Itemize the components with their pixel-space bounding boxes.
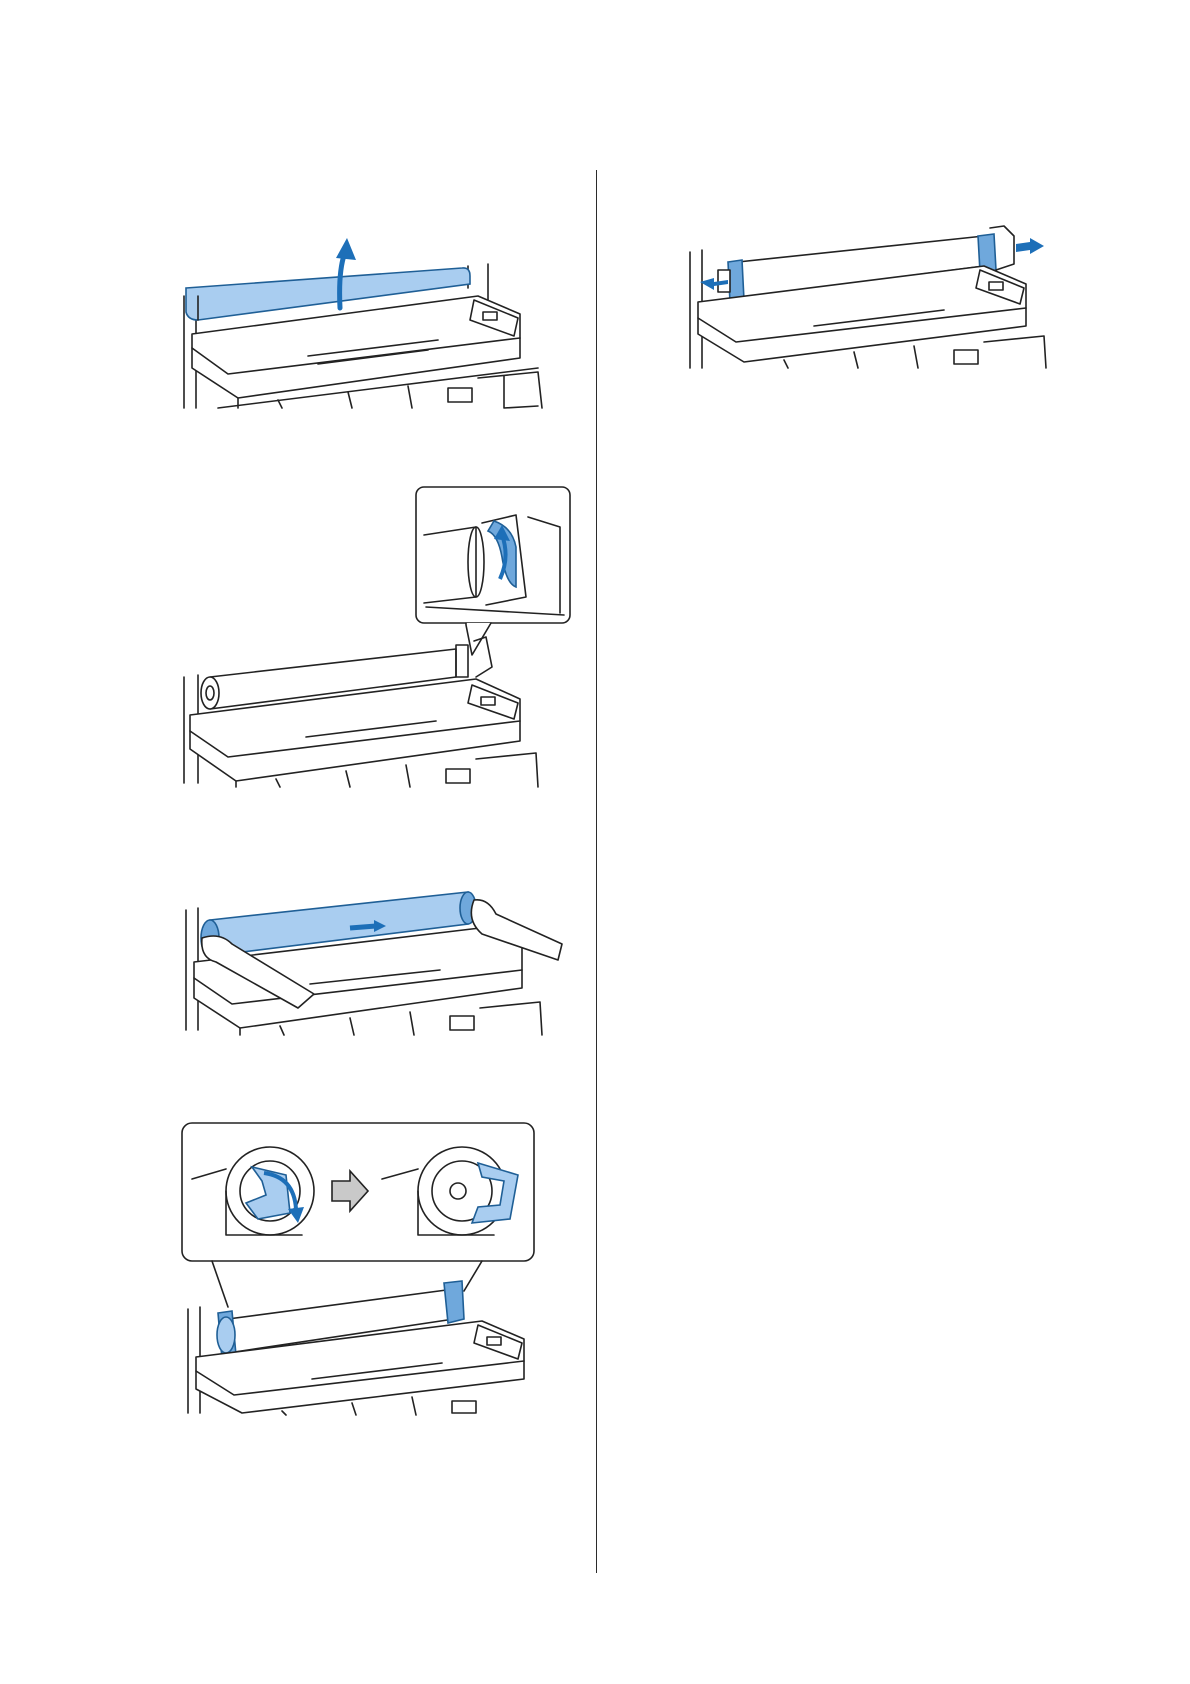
figure-release-spindle-lock-lever [176, 487, 576, 787]
figure-remove-roll-paper [180, 880, 570, 1035]
column-divider [596, 170, 597, 1573]
figure-open-roll-paper-cover [178, 248, 568, 408]
figure-remove-roll-paper-adapter [182, 1123, 572, 1415]
figure-pull-adapters-apart [684, 222, 1074, 372]
